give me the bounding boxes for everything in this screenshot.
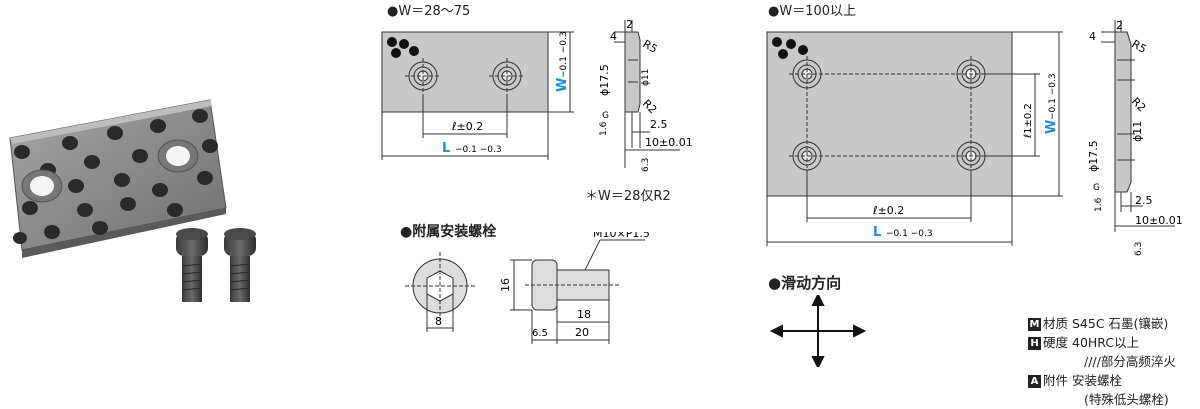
- bolt-side-view: [525, 259, 619, 311]
- W-dim-tol: −0.1 −0.3: [559, 31, 569, 78]
- product-photo: [9, 99, 256, 302]
- bolt-side-dims: [510, 239, 645, 344]
- large-side-R2: R2: [1129, 95, 1149, 115]
- bolt-dim-65: 6.5: [532, 328, 548, 339]
- spec-accessory-value: 安装螺栓: [1072, 373, 1123, 388]
- small-side-175: ϕ17.5: [598, 64, 611, 96]
- small-side-16: 1.6: [599, 121, 609, 136]
- bolt-heading: ●附属安装螺栓: [400, 224, 497, 240]
- large-side-4: 4: [1089, 30, 1096, 43]
- large-side-175: ϕ17.5: [1087, 140, 1100, 172]
- large-dims: [766, 31, 1063, 246]
- small-side-R5: R5: [641, 37, 660, 56]
- spec-hardness-value: 40HRC以上: [1072, 335, 1140, 350]
- large-side-dims: [1101, 20, 1175, 232]
- small-plate-drawing: ℓ±0.2 L −0.1 −0.3 W −0.1 −0.3 2 4 R5 ϕ17…: [381, 20, 693, 172]
- spec-accessory-note: (特殊低头螺栓): [1084, 392, 1169, 407]
- small-side-profile: [624, 31, 641, 113]
- large-view-heading: ●W＝100以上: [768, 4, 857, 19]
- large-side-11: ϕ11: [1131, 121, 1144, 142]
- plate-graphite-dots: [772, 37, 808, 59]
- bolt-dim-8: 8: [435, 315, 442, 328]
- small-side-dims: [614, 20, 680, 168]
- plate-outline: [766, 31, 1013, 197]
- large-side-16: 1.6: [1094, 197, 1104, 212]
- large-side-R5: R5: [1130, 37, 1149, 56]
- small-side-G: G: [602, 111, 609, 121]
- large-side-63: 6.3: [1134, 242, 1144, 256]
- spec-hardness-label: 硬度: [1043, 335, 1069, 350]
- small-side-4: 4: [610, 30, 617, 43]
- large-side-profile: [1114, 31, 1132, 193]
- small-side-63: 6.3: [641, 158, 651, 172]
- bolt-left: [176, 228, 208, 302]
- bolt-dim-18: 18: [577, 308, 591, 321]
- l-dimension: [381, 94, 549, 160]
- bolt-dim-16: 16: [499, 278, 512, 292]
- small-view-heading: ●W＝28〜75: [387, 4, 471, 19]
- W-dimension: [548, 31, 574, 113]
- large-L-label: L: [873, 225, 881, 240]
- small-side-R2: R2: [640, 97, 660, 117]
- W-dim-label: W: [555, 78, 570, 92]
- small-side-2: 2: [626, 20, 633, 31]
- material-badge-icon: M: [1028, 318, 1041, 331]
- hole-right: [489, 58, 525, 94]
- bolt-thread: M10×P1.5: [593, 232, 650, 240]
- large-side-G: G: [1093, 183, 1100, 193]
- large-side-10: 10±0.01: [1135, 214, 1183, 227]
- large-W-tol: −0.1 −0.3: [1048, 73, 1058, 120]
- small-side-10: 10±0.01: [645, 136, 693, 149]
- spec-accessory-label: 附件: [1043, 373, 1069, 388]
- bolt-drawing: 8 16 18 6.5 20 M10×P1.5: [405, 232, 650, 344]
- small-side-25: 2.5: [650, 118, 668, 131]
- large-W-label: W: [1044, 120, 1059, 134]
- plate-graphite-dots: [387, 37, 419, 58]
- graphite-plugs: [13, 109, 218, 244]
- bolt-right: [224, 228, 256, 302]
- large-plate-drawing: ℓ±0.2 L −0.1 −0.3 ℓ1±0.2 W −0.1 −0.3 2 4…: [766, 20, 1183, 256]
- accessory-badge-icon: A: [1028, 375, 1041, 388]
- bolt-end-dims: [426, 294, 454, 332]
- bolt-end-view: [405, 252, 475, 320]
- mounting-holes: [21, 139, 199, 203]
- large-side-2: 2: [1116, 20, 1123, 32]
- hole-left: [405, 58, 441, 94]
- w28-note: ＊W＝28仅R2: [585, 189, 671, 204]
- sliding-direction-arrows: [769, 295, 867, 367]
- spec-hardening-note: ////部分高频淬火: [1084, 354, 1176, 369]
- l-dim-label: ℓ±0.2: [451, 120, 483, 133]
- hardness-badge-icon: H: [1028, 337, 1041, 350]
- spec-material-value: S45C 石墨(镶嵌): [1072, 316, 1169, 331]
- L-dim-tol: −0.1 −0.3: [455, 145, 502, 155]
- large-l-label: ℓ±0.2: [872, 204, 904, 217]
- large-L-tol: −0.1 −0.3: [886, 229, 933, 239]
- large-side-25: 2.5: [1135, 194, 1153, 207]
- small-side-11: ϕ11: [641, 69, 651, 86]
- bolt-dim-20: 20: [575, 326, 589, 339]
- large-l1-label: ℓ1±0.2: [1023, 103, 1034, 138]
- sliding-direction-heading: ●滑动方向: [768, 274, 842, 292]
- L-dim-label: L: [442, 141, 450, 156]
- spec-material-label: 材质: [1043, 316, 1069, 331]
